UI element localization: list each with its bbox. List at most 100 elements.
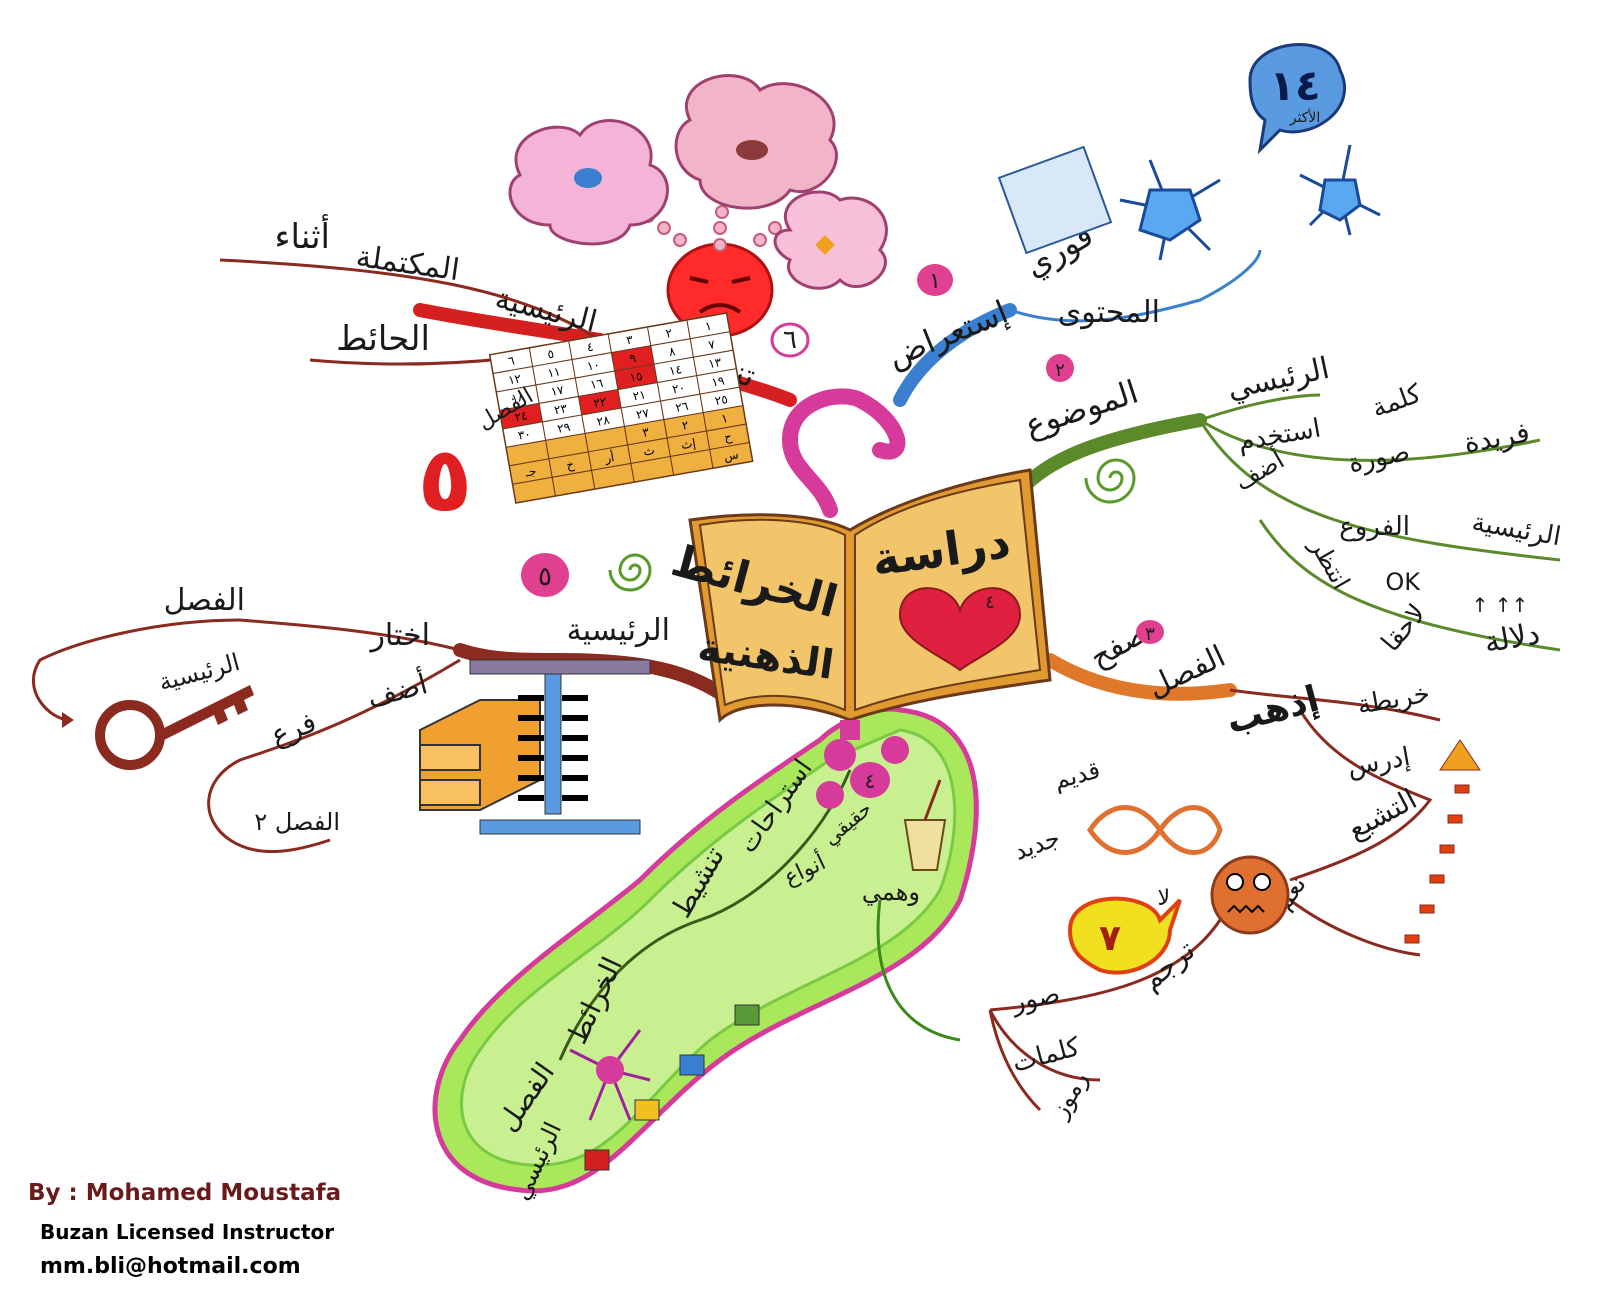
branch-6-number: ٦ <box>783 325 797 355</box>
branch-2-word-9: الرئيسية <box>1470 507 1563 552</box>
branch-5-word-3: الفصل <box>164 583 245 618</box>
branch-6-word-3: المكتملة <box>354 239 462 288</box>
badge-7-number: ٧ <box>1099 918 1121 959</box>
dashed-arrow-icon <box>1404 739 1481 944</box>
branch-2-arrows: ↑ ↑↑ <box>1472 593 1529 617</box>
branch-4-number: ٤ <box>865 769 876 793</box>
branch-1: إستعراض المحتوى فوري ١ ١٤ الأكثر <box>882 43 1381 407</box>
branch-4-word-5: وهمي <box>862 878 920 906</box>
branch-3-word-14: جديد <box>1010 823 1063 865</box>
branch-3-word-5: إدرس <box>1345 742 1412 783</box>
calendar-cell-text: ٢٠ <box>671 380 686 396</box>
branch-2-word-5: صورة <box>1346 437 1413 479</box>
calendar-cell-text: ١٤ <box>668 362 683 378</box>
pink-balls-icon <box>816 736 909 809</box>
branch-3-number-circle <box>1136 620 1164 644</box>
infinity-icon <box>1086 805 1223 855</box>
branch-2-word-6: فريدة <box>1461 416 1532 460</box>
idea-bubble-number: ١٤ <box>1269 61 1320 110</box>
branch-5-line-b <box>32 618 241 722</box>
calendar-cell-text: جـ <box>523 464 537 480</box>
bookshelf-icon <box>469 659 651 835</box>
calendar-cell-text: ١٦ <box>589 376 604 392</box>
branch-5-number-circle <box>521 553 569 597</box>
branch-2-line-c <box>1198 419 1561 562</box>
calendar-cell-text: ٣ <box>625 332 634 347</box>
credit-role: Buzan Licensed Instructor <box>40 1220 335 1244</box>
branch-4: استراحات تنشيط حقيقي أنواع وهمي الخرائط … <box>432 706 979 1204</box>
neuron-icon-2 <box>1299 144 1381 236</box>
calendar-cell-text: ١٩ <box>711 374 726 390</box>
branch-2: الموضوع الرئيسي استخدم كلمة صورة فريدة أ… <box>1013 351 1563 660</box>
calendar-cell-text: ١٧ <box>550 383 566 399</box>
calendar-cell-text: ٢١ <box>632 387 647 403</box>
branch-1-word-1: إستعراض <box>882 293 1013 375</box>
calendar-cell-text: ١٨ <box>510 390 526 406</box>
branch-5-number: ٥ <box>538 562 552 592</box>
calendar-cell-text: إث <box>680 436 697 452</box>
credit-email: mm.bli@hotmail.com <box>40 1254 301 1279</box>
calendar-cell-text: ١٣ <box>707 355 723 371</box>
calendar-cell-text: ٣٠ <box>517 427 532 443</box>
paper-icon <box>997 145 1113 255</box>
branch-5-word-5: فرع <box>266 705 320 752</box>
calendar-cell-text: ١ <box>704 319 713 334</box>
branch-5-line-c <box>207 658 461 853</box>
branch-2-line-d <box>1258 519 1561 652</box>
calendar-cell-text: خ <box>565 457 575 472</box>
branch-2-word-8: الفروع <box>1339 512 1410 542</box>
neuron-icon-3 <box>569 1029 651 1121</box>
branch-2-number: ٢ <box>1055 360 1065 381</box>
brain-core-icon <box>736 140 768 160</box>
branch-3-trunk <box>1043 653 1237 701</box>
calendar-cell-text: ٢٨ <box>596 413 612 429</box>
branch-6-word-5: الحائط <box>336 319 430 359</box>
calendar-cell-text: ١٠ <box>586 357 601 373</box>
calendar-cell-text: ١٢ <box>507 371 522 387</box>
branch-1-number: ١ <box>929 269 941 294</box>
badge-7-icon: ٧ <box>1067 896 1182 975</box>
calendar-cell-text: ٤ <box>586 340 595 355</box>
calendar-cell-text: ٢٣ <box>553 401 569 417</box>
key-icon <box>95 685 254 770</box>
branch-6-word-4: أثناء <box>274 214 330 257</box>
branch-3-line-c <box>1289 898 1421 957</box>
branch-1-number-circle <box>917 264 953 296</box>
branch-6-line-upper <box>219 258 601 342</box>
branch-3-number: ٣ <box>1145 624 1155 645</box>
calendar-cell-text: أر <box>603 449 616 467</box>
central-image: دراسة الخرائط الذهنية ٤ <box>666 388 1052 740</box>
calendar-cell-text: ٥ <box>546 346 555 361</box>
brain-heart-icon <box>574 168 602 188</box>
branch-2-line-b <box>1199 418 1541 462</box>
branch-4-trunk <box>558 769 852 1061</box>
branch-5-trunk <box>453 643 737 707</box>
calendar-cell-text: س <box>723 447 740 464</box>
branch-2-word-4: كلمة <box>1368 379 1426 424</box>
branch-1-line <box>1009 249 1262 323</box>
calendar-cell-text: ١ <box>720 411 729 426</box>
calendar-cell <box>709 442 753 469</box>
branch-3-word-13: قديم <box>1051 756 1103 795</box>
idea-bubble-sub: الأكثر <box>1289 108 1321 126</box>
branch-5-line-a <box>239 618 461 652</box>
branch-3-line-e <box>988 1009 1101 1112</box>
branch-5-word-2: اختار <box>368 618 430 653</box>
calendar-cell-text: ٦ <box>507 353 516 368</box>
branch-3-line-d <box>989 919 1222 1012</box>
orange-face-icon <box>1210 855 1290 935</box>
branch-6-big-number: ٥ <box>418 427 473 532</box>
calendar-cell-text: ٣ <box>641 425 650 440</box>
neuron-body-icon <box>596 1056 624 1084</box>
book-heart-icon <box>898 587 1022 672</box>
calendar-cell-text: ٧ <box>707 337 716 352</box>
calendar-cell-text: ٢ <box>665 326 674 341</box>
book-left-page <box>698 518 846 712</box>
branch-1-word-2: المحتوى <box>1058 295 1160 330</box>
branch-5-word-4: أضف <box>363 664 431 714</box>
calendar-cell-text: ١١ <box>546 364 561 380</box>
branch-5-spiral-icon <box>608 553 652 592</box>
branch-3-word-10: صور <box>1007 979 1062 1019</box>
branch-2-word-13: لاحقا <box>1376 599 1432 658</box>
drink-cup-icon <box>903 779 947 871</box>
